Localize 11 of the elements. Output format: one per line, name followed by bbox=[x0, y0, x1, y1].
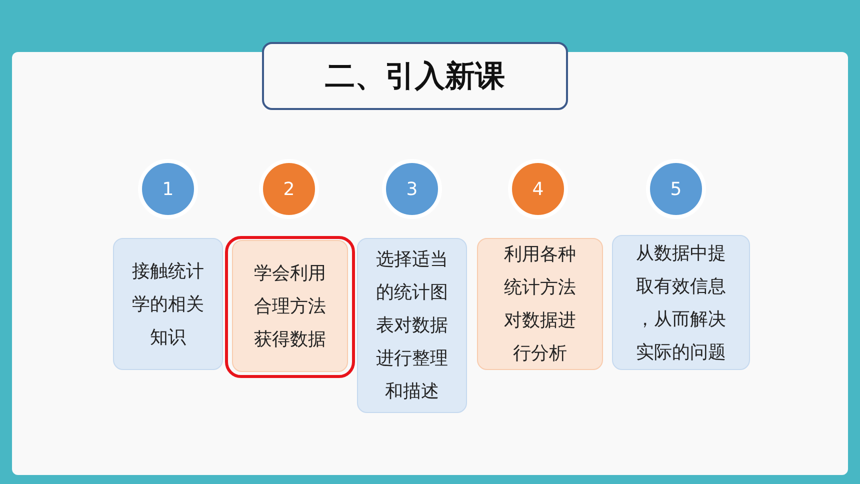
step-text: 利用各种统计方法对数据进行分析 bbox=[504, 243, 576, 366]
title-text: 二、引入新课 bbox=[325, 58, 505, 96]
step-box bbox=[113, 238, 223, 370]
step-box bbox=[357, 238, 467, 413]
step-box bbox=[232, 240, 348, 372]
step-text: 选择适当的统计图表对数据进行整理和描述 bbox=[376, 248, 448, 404]
step-text: 接触统计学的相关知识 bbox=[132, 260, 204, 350]
step-box bbox=[477, 238, 603, 370]
step-text: 学会利用合理方法获得数据 bbox=[254, 262, 326, 352]
step-text: 从数据中提取有效信息，从而解决实际的问题 bbox=[636, 242, 726, 364]
step-box bbox=[612, 235, 750, 370]
